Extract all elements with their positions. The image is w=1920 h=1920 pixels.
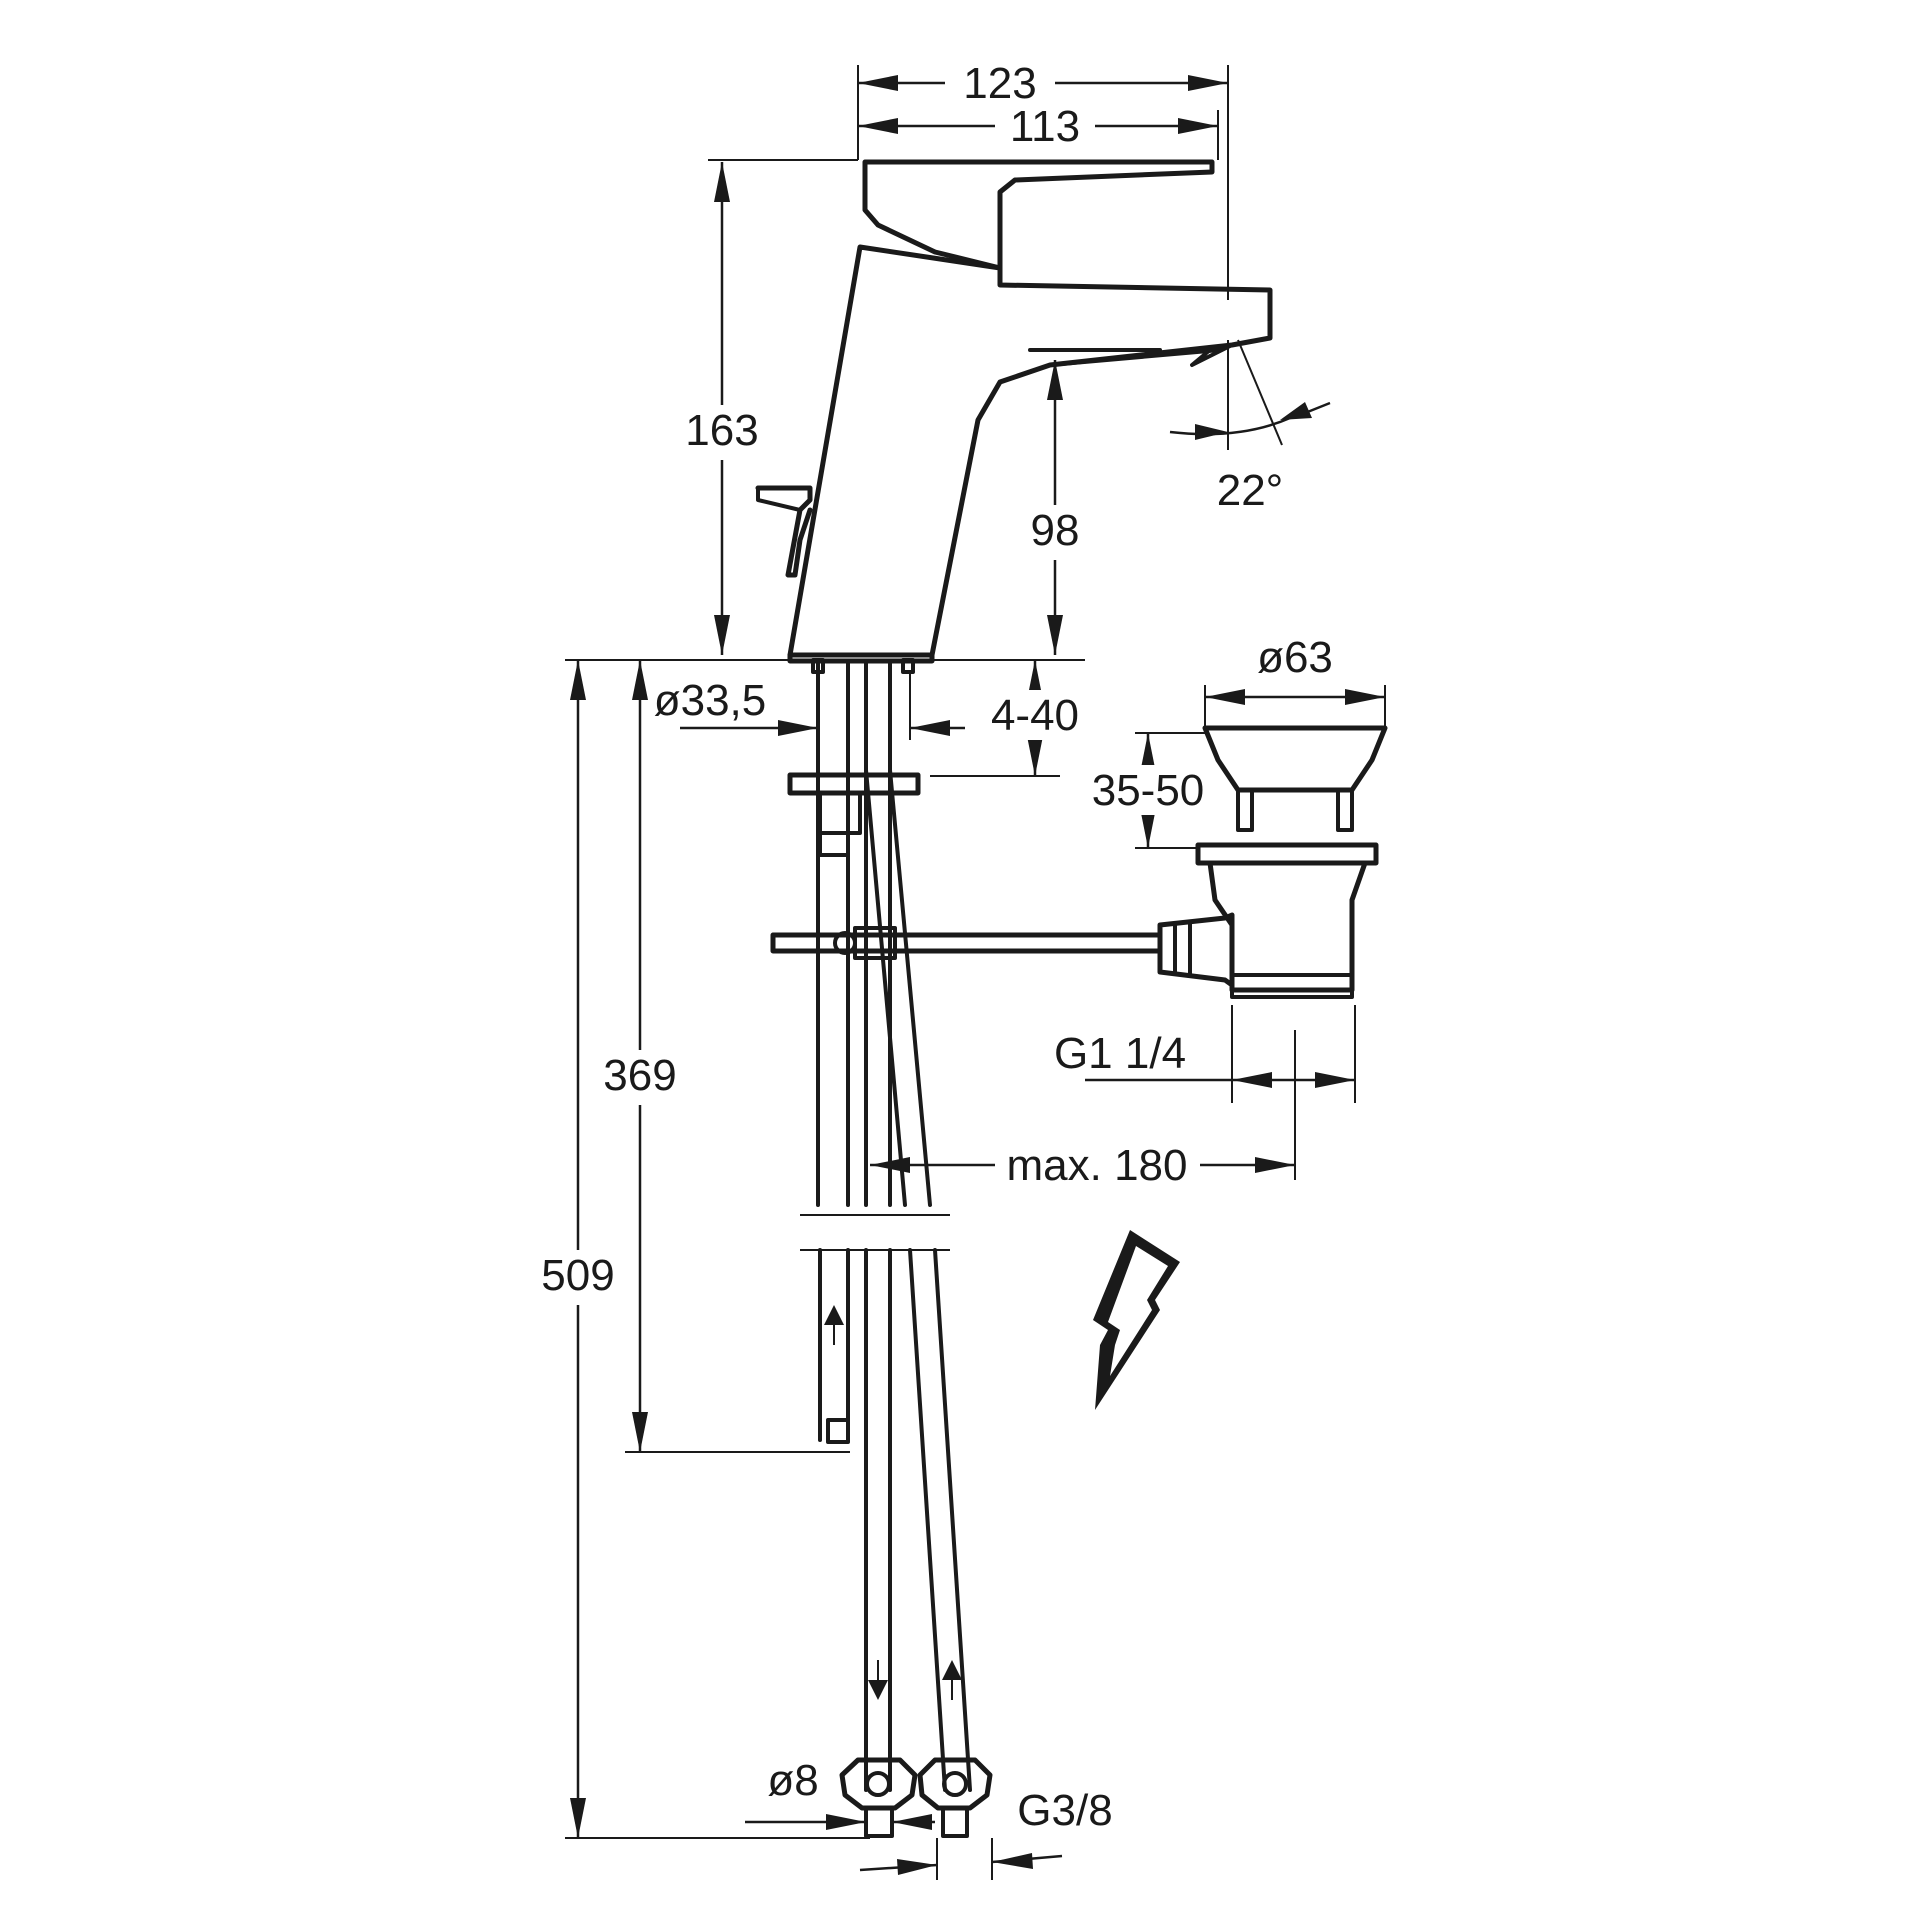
waste-thread-label: G1 1/4 <box>1054 1029 1186 1078</box>
dimension-pull-rod-max: max. 180 <box>870 1030 1296 1190</box>
faucet-column <box>787 244 1273 658</box>
dimension-deck-thickness: 4-40 <box>930 660 1085 777</box>
dimension-waste-height: 35-50 <box>1085 732 1210 849</box>
flow-up-arrow-icon <box>942 1660 962 1680</box>
pull-rod <box>770 932 1163 954</box>
dimension-height-total: 163 <box>675 159 858 655</box>
dimension-waste-diameter: ø63 <box>1204 633 1386 728</box>
break-gap <box>800 1214 950 1251</box>
dimension-spout-height: 98 <box>1020 360 1090 655</box>
underdeck-assembly <box>770 658 1163 1207</box>
hose-fitting-left <box>839 1757 918 1811</box>
hose-diameter-label: ø8 <box>767 1756 818 1805</box>
hole-diameter-label: ø33,5 <box>654 676 767 725</box>
dimension-hose-thread: G3/8 <box>859 1786 1113 1880</box>
rod-length-label: 369 <box>603 1051 676 1100</box>
hose-fitting-right <box>917 1757 993 1811</box>
waste-valve <box>1157 725 1388 999</box>
dimension-hole-diameter: ø33,5 <box>654 672 965 740</box>
dimension-hose-length: 509 <box>533 660 870 1839</box>
width-spout-label: 113 <box>1010 102 1080 151</box>
hose-thread-label: G3/8 <box>1017 1786 1112 1835</box>
dimension-spout-angle: 22° <box>1169 339 1331 515</box>
hose-length-label: 509 <box>541 1251 614 1300</box>
dimension-waste-thread: G1 1/4 <box>1054 1005 1356 1103</box>
waste-body <box>1207 860 1368 993</box>
waste-side-connector <box>1157 912 1235 988</box>
deck-thickness-label: 4-40 <box>991 691 1079 740</box>
waste-diameter-label: ø63 <box>1257 633 1333 682</box>
flow-up-arrow-icon <box>824 1305 844 1325</box>
flow-down-arrow-icon <box>868 1680 888 1700</box>
spout-angle-label: 22° <box>1217 466 1284 515</box>
spout-height-label: 98 <box>1031 506 1080 555</box>
waste-height-label: 35-50 <box>1092 766 1205 815</box>
dimension-hose-diameter: ø8 <box>745 1756 935 1830</box>
waste-plug <box>1202 725 1388 793</box>
waste-flange <box>1195 842 1379 866</box>
faucet-body <box>755 159 1273 664</box>
pull-rod-max-label: max. 180 <box>1007 1141 1188 1190</box>
width-overall-label: 123 <box>963 59 1036 108</box>
lever-handle <box>862 159 1215 271</box>
height-total-label: 163 <box>685 406 758 455</box>
popup-rod-knob <box>755 485 813 578</box>
dimension-width-overall: 123 <box>857 58 1229 300</box>
dimension-width-spout: 113 <box>858 102 1219 160</box>
hoses-lower <box>818 1248 993 1838</box>
fixing-plate <box>787 772 921 796</box>
dimension-rod-length: 369 <box>595 660 850 1453</box>
